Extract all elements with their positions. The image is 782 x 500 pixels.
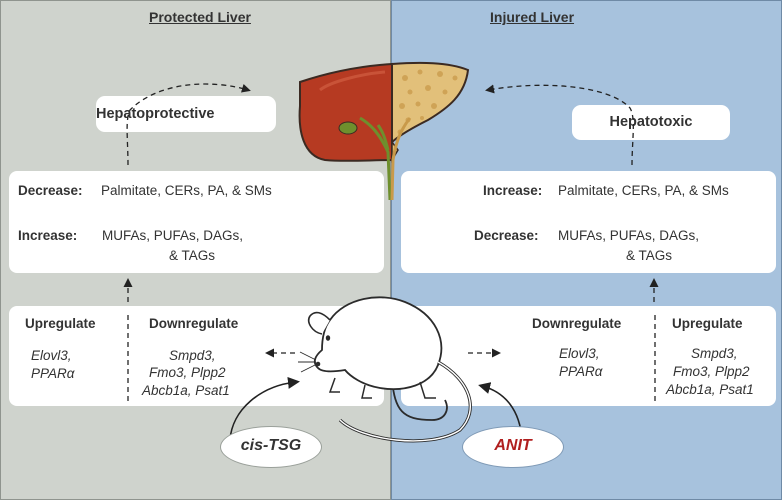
right-down-genes-1: Elovl3, [559, 346, 600, 361]
right-gene-box: Downregulate Elovl3, PPARα Upregulate Sm… [401, 306, 776, 406]
left-down-genes-3: Abcb1a, Psat1 [142, 383, 230, 398]
protected-liver-title: Protected Liver [149, 9, 251, 25]
left-curved-arrow [126, 83, 251, 166]
right-decrease-label: Decrease: [474, 228, 539, 243]
right-up-genes-3: Abcb1a, Psat1 [666, 382, 754, 397]
right-decrease-items-2: & TAGs [626, 248, 673, 263]
left-upregulate-label: Upregulate [25, 316, 96, 331]
left-decrease-label: Decrease: [18, 183, 83, 198]
cis-tsg-ellipse: cis-TSG [220, 426, 322, 468]
left-down-genes-2: Fmo3, Plpp2 [149, 365, 226, 380]
left-up-genes-1: Elovl3, [31, 348, 72, 363]
right-down-genes-2: PPARα [559, 364, 603, 379]
right-decrease-items-1: MUFAs, PUFAs, DAGs, [558, 228, 700, 243]
anit-label: ANIT [494, 437, 532, 454]
hepatoprotective-label: Hepatoprotective [96, 106, 215, 122]
anit-ellipse: ANIT [462, 426, 564, 468]
hepatotoxic-label: Hepatotoxic [609, 114, 693, 130]
right-lipid-box: Increase: Palmitate, CERs, PA, & SMs Dec… [401, 171, 776, 273]
injured-liver-title: Injured Liver [490, 9, 575, 25]
left-downregulate-label: Downregulate [149, 316, 239, 331]
right-increase-items: Palmitate, CERs, PA, & SMs [558, 183, 729, 198]
right-curved-arrow [485, 84, 634, 166]
left-down-genes-1: Smpd3, [169, 348, 216, 363]
liver-icon [298, 61, 470, 201]
left-lipid-box: Decrease: Palmitate, CERs, PA, & SMs Inc… [9, 171, 384, 273]
left-decrease-items: Palmitate, CERs, PA, & SMs [101, 183, 272, 198]
left-increase-items-1: MUFAs, PUFAs, DAGs, [102, 228, 244, 243]
right-up-genes-2: Fmo3, Plpp2 [673, 364, 750, 379]
left-increase-label: Increase: [18, 228, 78, 243]
cis-tsg-label: cis-TSG [240, 437, 302, 454]
hepatotoxic-box: Hepatotoxic [572, 105, 730, 140]
hepatoprotective-box: Hepatoprotective [96, 96, 276, 132]
right-up-genes-1: Smpd3, [691, 346, 738, 361]
mouse-icon [298, 296, 472, 443]
right-upregulate-label: Upregulate [672, 316, 743, 331]
left-increase-items-2: & TAGs [169, 248, 216, 263]
left-up-genes-2: PPARα [31, 366, 75, 381]
right-downregulate-label: Downregulate [532, 316, 622, 331]
cis-tsg-arrow [229, 376, 300, 441]
right-increase-label: Increase: [483, 183, 543, 198]
